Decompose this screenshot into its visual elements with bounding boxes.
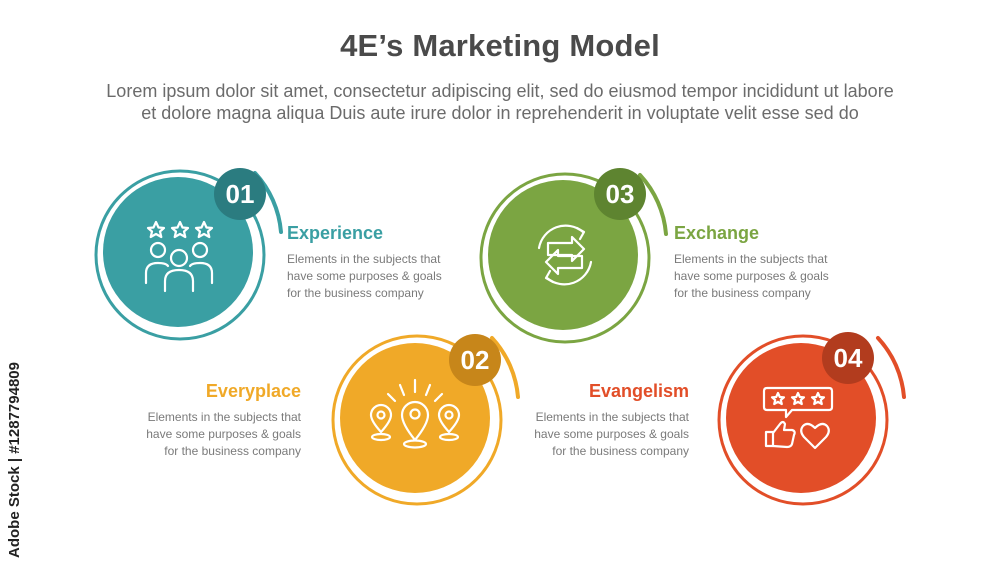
step-01-title: Experience xyxy=(287,223,384,243)
customer-rating-icon xyxy=(144,220,214,293)
step-03-badge xyxy=(594,168,646,220)
page-title: 4E’s Marketing Model xyxy=(340,28,660,63)
step-04-number: 04 xyxy=(834,343,863,373)
location-pins-icon xyxy=(369,378,461,449)
step-02-number: 02 xyxy=(461,345,490,375)
step-03-desc-line-2: have some purposes & goals xyxy=(674,269,829,283)
review-feedback-icon xyxy=(762,386,834,450)
step-02-circle: 02 xyxy=(331,334,520,506)
step-04-title: Evangelism xyxy=(588,381,689,401)
step-02-desc-line-2: have some purposes & goals xyxy=(146,427,301,441)
step-03-circle: 03 xyxy=(479,168,668,344)
step-03-number: 03 xyxy=(606,179,635,209)
step-01-circle: 01 xyxy=(94,168,283,341)
step-03-description: Elements in the subjects that have some … xyxy=(674,251,829,302)
step-02-description: Elements in the subjects that have some … xyxy=(110,409,301,460)
step-02-desc-line-1: Elements in the subjects that xyxy=(147,410,301,424)
step-02-title: Everyplace xyxy=(205,381,301,401)
subtitle-line-1: Lorem ipsum dolor sit amet, consectetur … xyxy=(106,81,894,101)
step-04-description: Elements in the subjects that have some … xyxy=(499,409,689,460)
step-02-badge xyxy=(449,334,501,386)
page-subtitle: Lorem ipsum dolor sit amet, consectetur … xyxy=(40,80,960,124)
step-01-badge xyxy=(214,168,266,220)
step-03-desc-line-1: Elements in the subjects that xyxy=(674,252,828,266)
step-04-desc-line-1: Elements in the subjects that xyxy=(535,410,689,424)
step-01-desc-line-2: have some purposes & goals xyxy=(287,269,442,283)
step-01-desc-line-3: for the business company xyxy=(287,286,424,300)
step-01-number: 01 xyxy=(226,179,255,209)
step-04-desc-line-3: for the business company xyxy=(552,444,689,458)
exchange-arrows-icon xyxy=(537,224,593,286)
step-03-desc-line-3: for the business company xyxy=(674,286,811,300)
step-04-circle: 04 xyxy=(717,332,906,506)
step-03-title: Exchange xyxy=(674,223,760,243)
subtitle-line-2: et dolore magna aliqua Duis aute irure d… xyxy=(141,103,859,123)
step-01-description: Elements in the subjects that have some … xyxy=(287,251,442,302)
step-04-badge xyxy=(822,332,874,384)
step-01-desc-line-1: Elements in the subjects that xyxy=(287,252,441,266)
step-04-desc-line-2: have some purposes & goals xyxy=(534,427,689,441)
step-02-desc-line-3: for the business company xyxy=(164,444,301,458)
